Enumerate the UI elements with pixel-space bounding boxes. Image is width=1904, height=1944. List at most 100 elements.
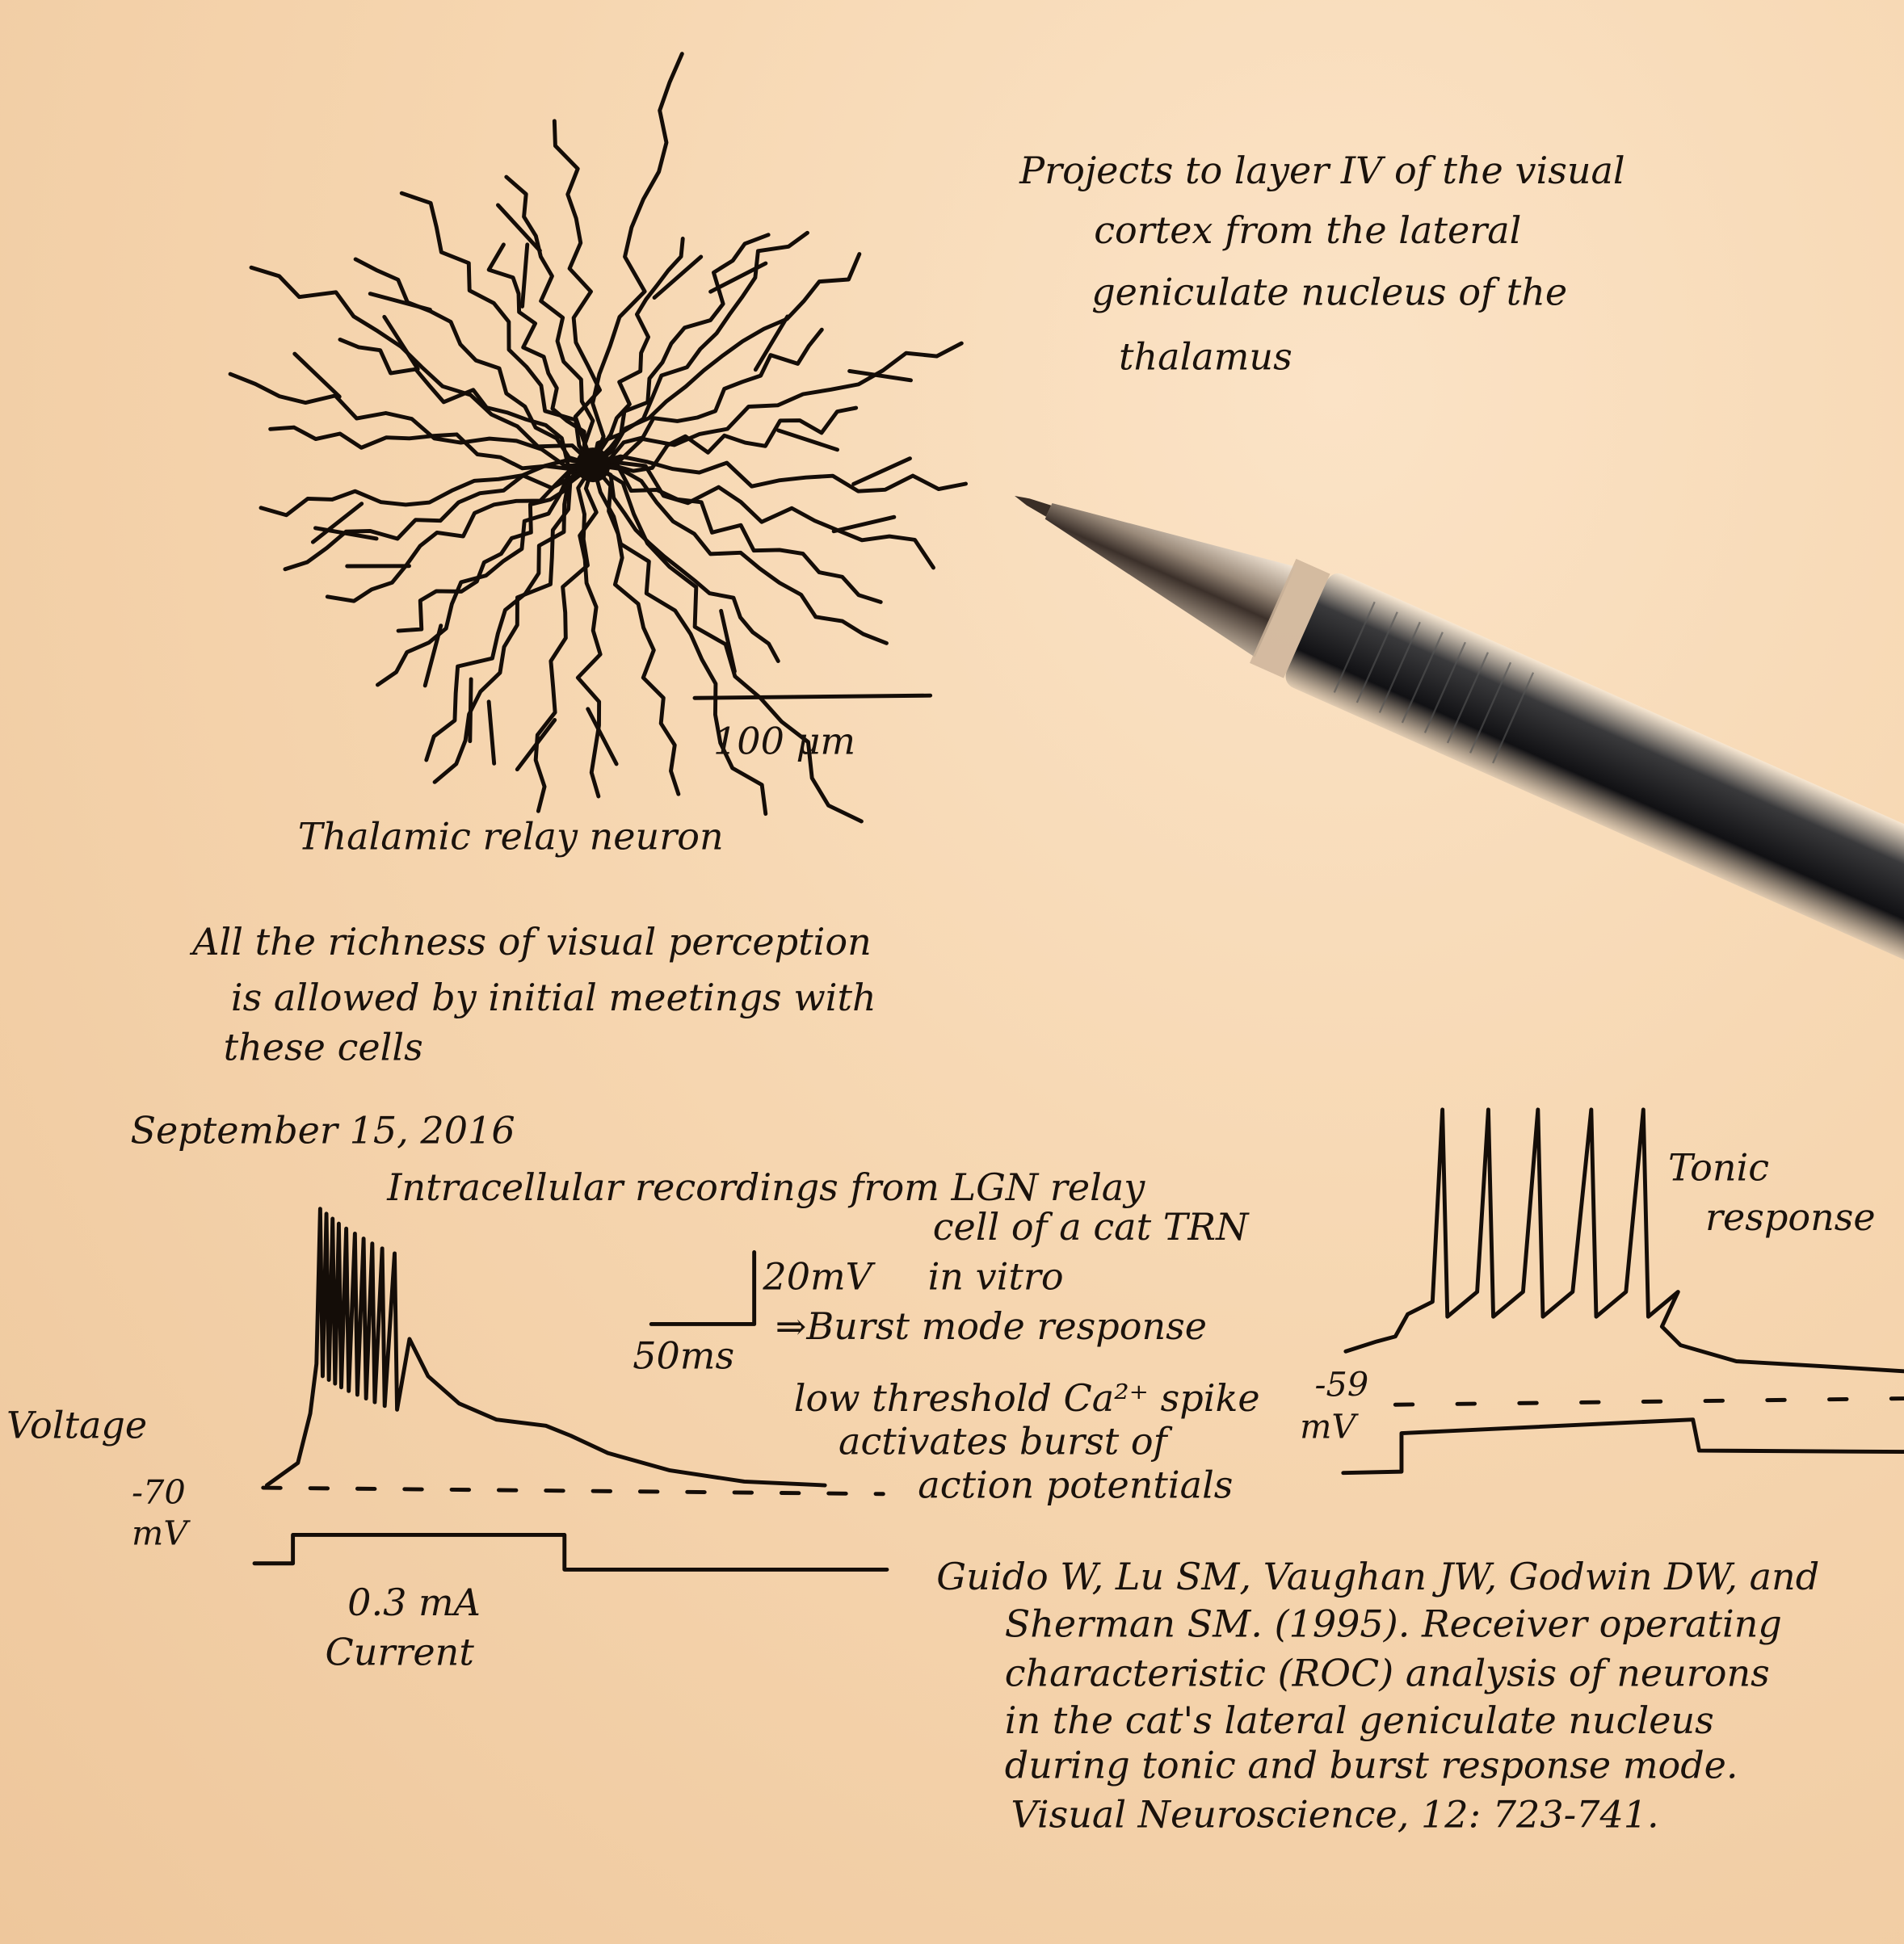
svg-text:response: response — [1705, 1195, 1876, 1239]
dendrite-branch — [382, 314, 420, 372]
dendrite — [424, 463, 595, 762]
dendrite — [353, 257, 595, 468]
dendrite — [396, 463, 595, 633]
dendrite — [591, 463, 864, 824]
dendrite — [399, 191, 595, 468]
svg-text:activates burst of: activates burst of — [839, 1420, 1173, 1463]
tonic-trace: Tonic response -59 mV — [1300, 1107, 1904, 1476]
dendrite — [228, 372, 595, 468]
svg-text:cell of a cat TRN: cell of a cat TRN — [933, 1205, 1250, 1249]
svg-text:is allowed by initial meetings: is allowed by initial meetings with — [231, 976, 876, 1019]
pen-collar — [1250, 558, 1330, 678]
dendrite — [591, 463, 889, 645]
citation: Guido W, Lu SM, Vaughan JW, Godwin DW, a… — [936, 1555, 1819, 1837]
svg-text:during tonic and burst respons: during tonic and burst response mode. — [1005, 1743, 1738, 1787]
dendrite — [591, 233, 771, 468]
svg-text:low threshold Ca²⁺ spike: low threshold Ca²⁺ spike — [794, 1376, 1260, 1420]
svg-text:Intracellular recordings from: Intracellular recordings from LGN relay — [386, 1165, 1145, 1209]
dendrite-branch — [776, 428, 840, 452]
tonic-current-step — [1341, 1417, 1904, 1476]
tonic-baseline-unit: mV — [1300, 1408, 1359, 1446]
svg-text:characteristic (ROC) analysis: characteristic (ROC) analysis of neurons — [1005, 1652, 1770, 1695]
dendrite — [504, 174, 595, 468]
dendrite-branch — [652, 254, 704, 300]
pen-cone — [1044, 502, 1296, 657]
dendrite — [591, 341, 964, 468]
dendrite — [591, 463, 681, 796]
scale-bar-axes — [649, 1249, 757, 1326]
current-value: 0.3 mA — [347, 1581, 481, 1624]
svg-text:Guido W, Lu SM, Vaughan JW, Go: Guido W, Lu SM, Vaughan JW, Godwin DW, a… — [936, 1555, 1819, 1598]
svg-text:these cells: these cells — [224, 1025, 423, 1069]
dendrite — [375, 463, 595, 687]
burst-current-step — [252, 1532, 889, 1572]
dendrite-branch — [753, 314, 790, 372]
svg-text:geniculate nucleus of the: geniculate nucleus of the — [1091, 271, 1567, 314]
dendrite — [575, 463, 603, 799]
pen — [1015, 496, 1904, 1032]
dendrite — [591, 252, 862, 468]
tonic-voltage-trace — [1343, 1107, 1904, 1374]
neuron-drawing — [228, 52, 968, 824]
baseline-value: -70 — [132, 1473, 186, 1512]
dendrite — [432, 463, 595, 784]
projection-note: Projects to layer IV of the visual corte… — [1019, 149, 1625, 378]
dendrite — [249, 265, 595, 468]
dendrite-branch — [292, 351, 342, 399]
dendrite-branch — [847, 368, 913, 383]
dendrite-branch — [468, 677, 473, 744]
perception-note: All the richness of visual perception is… — [189, 920, 876, 1069]
dendrite — [258, 458, 595, 518]
dendrite — [325, 463, 595, 603]
dendrite-branch — [851, 456, 912, 486]
svg-text:action potentials: action potentials — [918, 1463, 1233, 1506]
dendrite-branch — [831, 514, 897, 534]
scale-bar-label: 100 μm — [713, 719, 855, 762]
dendrite-branch — [515, 717, 557, 772]
svg-text:Visual Neuroscience, 12: 723-7: Visual Neuroscience, 12: 723-741. — [1011, 1793, 1658, 1837]
svg-text:in vitro: in vitro — [928, 1254, 1064, 1298]
scale-bar — [692, 693, 933, 700]
dendrite-branch — [368, 292, 432, 312]
neuron-caption: Thalamic relay neuron — [298, 815, 724, 859]
scale-voltage: 20mV — [762, 1254, 876, 1298]
dendrite-branch — [496, 203, 542, 253]
dendrite — [552, 119, 602, 468]
scale-time: 50ms — [633, 1334, 734, 1378]
svg-text:in the cat's lateral geniculat: in the cat's lateral geniculate nucleus — [1005, 1698, 1714, 1742]
dendrite — [533, 463, 595, 813]
dendrite-branch — [486, 699, 497, 766]
neuron-soma — [575, 447, 611, 483]
svg-text:Sherman SM. (1995). Receiver o: Sherman SM. (1995). Receiver operating — [1005, 1602, 1782, 1645]
tonic-baseline-dashes — [1393, 1396, 1904, 1407]
burst-baseline-dashes — [261, 1485, 885, 1497]
svg-text:Tonic: Tonic — [1668, 1145, 1769, 1189]
svg-text:Projects to layer IV of the vi: Projects to layer IV of the visual — [1019, 149, 1625, 192]
pen-tip — [1015, 496, 1052, 517]
svg-text:thalamus: thalamus — [1119, 334, 1292, 378]
pen-barrel — [1285, 573, 1904, 1032]
dendrite — [591, 463, 883, 604]
voltage-axis-label: Voltage — [6, 1404, 147, 1447]
burst-trace: 20mV 50ms ⇒Burst mode response low thres… — [6, 1207, 1260, 1674]
dendrite-branch — [586, 707, 619, 766]
svg-text:cortex from the lateral: cortex from the lateral — [1094, 208, 1521, 252]
baseline-unit: mV — [132, 1514, 191, 1553]
burst-mode-label: ⇒Burst mode response — [775, 1304, 1207, 1348]
dendrite — [591, 463, 780, 663]
current-label: Current — [326, 1631, 475, 1674]
recording-note: Intracellular recordings from LGN relay … — [386, 1165, 1250, 1299]
dendrite-branch — [422, 624, 443, 688]
dendrite — [591, 405, 859, 473]
svg-text:All the richness of visual per: All the richness of visual perception — [189, 920, 872, 964]
dendrite — [591, 460, 935, 570]
burst-voltage-trace — [264, 1207, 827, 1488]
dendrite — [591, 327, 824, 468]
dendrite — [591, 237, 685, 468]
dendrite — [283, 463, 595, 572]
dendrite — [338, 338, 595, 470]
dendrite — [591, 52, 684, 468]
dendrite-branch — [520, 242, 530, 309]
dendrite-branch — [310, 502, 364, 544]
